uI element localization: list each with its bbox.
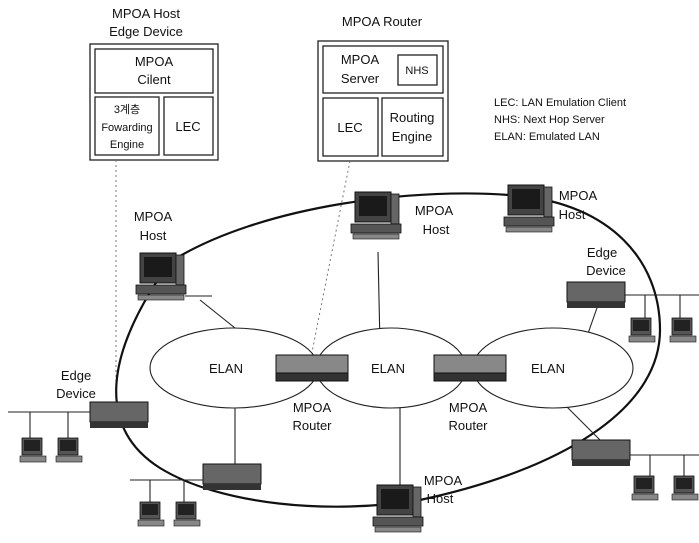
host-right-line2: Host [559,207,586,222]
host-bottom-line1: MPOA [424,473,463,488]
mpoa-host-right [504,185,554,232]
elan-label-right: ELAN [531,361,565,376]
mpoa-server-line2: Server [341,71,380,86]
forwarding-engine-line3: Engine [110,139,144,151]
router-block-title: MPOA Router [342,14,423,29]
host-left-line1: MPOA [134,209,173,224]
host-top-line1: MPOA [415,203,454,218]
edge-device-bottom-right [572,440,630,466]
lan-segment-right-lower [630,455,699,500]
mpoa-client-line1: MPOA [135,54,174,69]
mpoa-host-bottom [373,485,423,532]
forwarding-engine-line1: 3계층 [114,103,140,116]
router-lec-label: LEC [337,120,362,135]
host-lec-label: LEC [175,119,200,134]
forwarding-engine-line2: Fowarding [101,122,152,134]
host-top-line2: Host [423,222,450,237]
routing-engine-line1: Routing [390,110,435,125]
edge-device-bottom-left [203,464,261,490]
host-edge-title-line2: Edge Device [109,24,183,39]
elan-label-center: ELAN [371,361,405,376]
legend-nhs: NHS: Next Hop Server [494,114,605,126]
dotted-link-router-block [312,161,350,352]
host-bottom-line2: Host [427,491,454,506]
lan-segment-bottom-left [130,480,203,526]
legend-elan: ELAN: Emulated LAN [494,131,600,143]
edge-right-line1: Edge [587,245,617,260]
routing-engine-box [382,98,443,156]
host-left-line2: Host [140,228,167,243]
lan-segment-right-upper [625,295,699,342]
router-left-line1: MPOA [293,400,332,415]
edge-right-line2: Device [586,263,626,278]
host-edge-title-line1: MPOA Host [112,6,180,21]
mpoa-host-left [136,253,212,300]
router-right-line1: MPOA [449,400,488,415]
host-right-line1: MPOA [559,188,598,203]
mpoa-router-device-left [276,355,348,381]
host-edge-device-block: MPOA Host Edge Device MPOA Cilent 3계층 Fo… [90,6,218,160]
legend-lec: LEC: LAN Emulation Client [494,97,626,109]
edge-left-line2: Device [56,386,96,401]
mpoa-host-top [351,192,401,239]
legend: LEC: LAN Emulation Client NHS: Next Hop … [494,97,626,143]
lan-segment-left [8,412,90,462]
mpoa-client-line2: Cilent [137,72,171,87]
routing-engine-line2: Engine [392,129,432,144]
elan-label-left: ELAN [209,361,243,376]
mpoa-server-line1: MPOA [341,52,380,67]
router-right-line2: Router [448,418,488,433]
mpoa-router-device-right [434,355,506,381]
router-left-line2: Router [292,418,332,433]
edge-device-left [90,402,148,428]
edge-left-line1: Edge [61,368,91,383]
nhs-label: NHS [405,65,428,77]
edge-device-right-upper [567,282,625,308]
mpoa-router-block: MPOA Router MPOA Server NHS LEC Routing … [318,14,448,161]
